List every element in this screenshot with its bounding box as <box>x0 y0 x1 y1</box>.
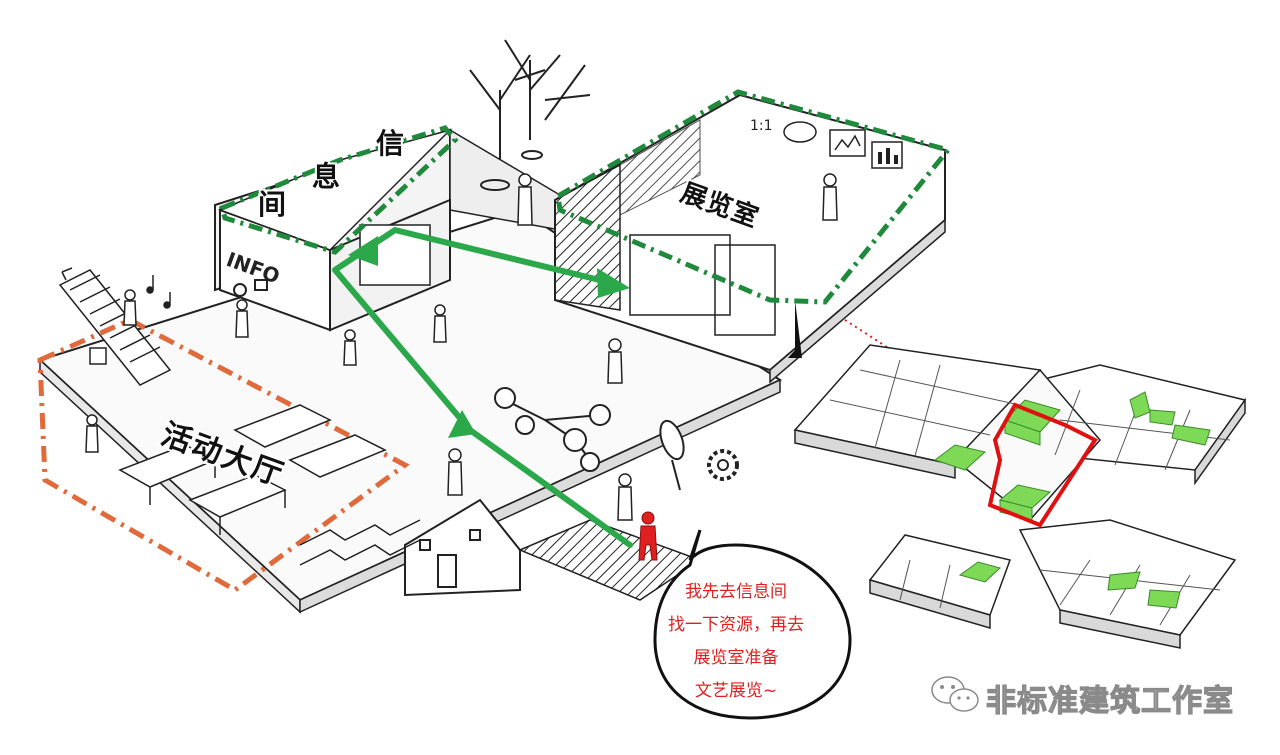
watermark-text: 非标准建筑工作室 <box>985 683 1234 719</box>
route-arrow-right <box>597 268 630 298</box>
bubble-line-4: 文艺展览~ <box>694 681 778 701</box>
tree-illustration <box>469 39 591 191</box>
bubble-line-3: 展览室准备 <box>693 648 779 668</box>
floor-plan <box>793 344 1247 649</box>
wechat-icon <box>931 676 979 712</box>
exhibition-room-outline <box>555 89 953 305</box>
speech-bubble <box>653 529 852 720</box>
bubble-line-2: 找一下资源，再去 <box>668 615 804 635</box>
visitor-route <box>332 227 633 548</box>
amphitheater-steps <box>299 519 421 566</box>
activity-hall-outline <box>37 317 410 593</box>
entry-house <box>404 498 521 597</box>
route-arrow-up-lower <box>448 410 476 438</box>
gear-icon <box>707 449 739 481</box>
svg-text:1:1: 1:1 <box>750 118 773 134</box>
info-room-label-char-2: 息 <box>312 160 341 193</box>
info-room-label-char-3: 间 <box>258 188 287 221</box>
speaker-box <box>89 347 107 365</box>
info-room-block: INFO <box>217 128 453 332</box>
info-room-outline <box>218 125 459 255</box>
red-person-figure <box>638 511 658 561</box>
leader-line <box>844 319 1001 421</box>
music-notes <box>146 275 171 309</box>
satellite-dish <box>659 419 685 491</box>
activity-hall-furniture <box>118 404 387 535</box>
bubble-line-1: 我先去信息间 <box>685 582 787 602</box>
molecule-sculpture <box>494 387 611 472</box>
info-room-label-char-1: 信 <box>376 127 405 160</box>
route-arrow-up-upper <box>348 236 378 266</box>
people-figures <box>85 173 838 521</box>
